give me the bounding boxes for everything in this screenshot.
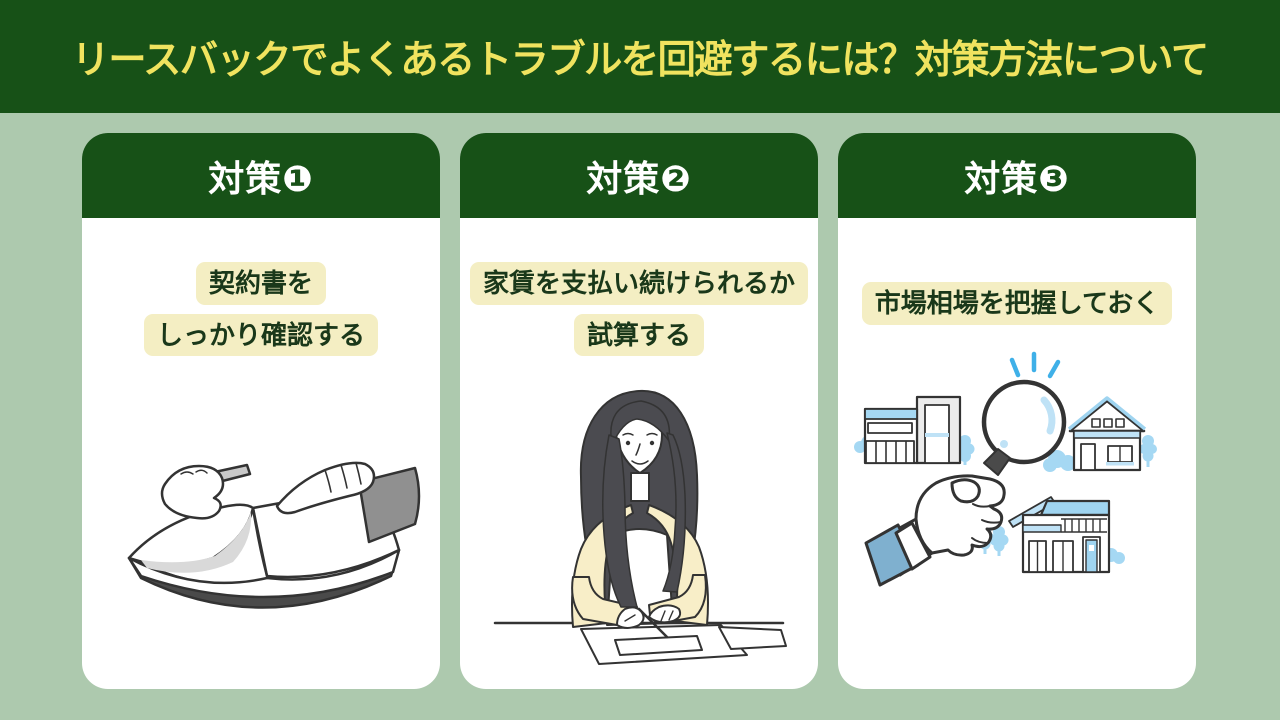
cuff xyxy=(894,521,932,570)
thumb xyxy=(950,477,981,503)
right-hand-finger-lines xyxy=(324,461,362,493)
highlight-line: 契約書を xyxy=(195,262,326,305)
card-3-header-label: 対策❸ xyxy=(964,157,1070,199)
woman-hair-front-left xyxy=(602,433,638,608)
magnifying-glass-icon xyxy=(981,379,1067,476)
title-banner: リースバックでよくあるトラブルを回避するには？対策方法について xyxy=(0,0,1280,113)
small-paper xyxy=(614,634,703,656)
card-2-header: 対策❷ xyxy=(460,133,818,218)
side-paper xyxy=(718,625,787,650)
book-page-shading xyxy=(141,511,252,573)
card-1-illustration xyxy=(82,356,440,689)
book-fore-edge xyxy=(127,548,401,598)
pen-icon xyxy=(637,607,669,638)
tree-left xyxy=(955,434,975,465)
highlight-line: 市場相場を把握しておく xyxy=(861,282,1173,325)
card-1-highlights: 契約書を しっかり確認する xyxy=(82,262,440,356)
hand-finger-lines xyxy=(624,609,674,622)
holding-hand xyxy=(864,473,1006,586)
card-countermeasure-2: 対策❷ 家賃を支払い続けられるか 試算する xyxy=(460,133,818,689)
house-bottom-right-icon xyxy=(1008,495,1111,573)
card-3-header: 対策❸ xyxy=(838,133,1196,218)
card-countermeasure-1: 対策❶ 契約書を しっかり確認する xyxy=(82,133,440,689)
storefront-building-icon xyxy=(863,395,962,464)
card-countermeasure-3: 対策❸ 市場相場を把握しておく xyxy=(838,133,1196,689)
tree-right xyxy=(1139,434,1157,467)
card-1-header: 対策❶ xyxy=(82,133,440,218)
knuckle-lines xyxy=(971,502,1002,544)
cards-row: 対策❶ 契約書を しっかり確認する xyxy=(82,133,1196,689)
card-2-illustration xyxy=(460,356,818,689)
woman-writing-illustration xyxy=(493,389,787,665)
left-hand-knuckle-lines xyxy=(180,469,208,475)
fist xyxy=(914,473,1006,557)
magnifier-houses-illustration xyxy=(854,351,1157,586)
left-hand xyxy=(160,464,225,520)
house-top-right-icon xyxy=(1067,395,1147,471)
highlight-line: 家賃を支払い続けられるか xyxy=(469,262,808,305)
woman-hair-front-right xyxy=(662,431,687,593)
card-3-highlights: 市場相場を把握しておく xyxy=(838,282,1196,325)
card-1-header-label: 対策❶ xyxy=(208,157,314,199)
highlight-line: 試算する xyxy=(573,313,704,356)
open-book-illustration xyxy=(127,461,421,609)
card-2-header-label: 対策❷ xyxy=(586,157,692,199)
page-title: リースバックでよくあるトラブルを回避するには？対策方法について xyxy=(71,38,1210,82)
book-spine-dip xyxy=(251,506,269,577)
card-2-highlights: 家賃を支払い続けられるか 試算する xyxy=(460,262,818,356)
woman-neck xyxy=(630,471,650,502)
reader-sleeve xyxy=(357,466,421,543)
bush-middle xyxy=(1043,449,1076,472)
card-3-illustration xyxy=(838,325,1196,690)
sparkle-lines xyxy=(1009,351,1061,378)
highlight-line: しっかり確認する xyxy=(143,313,378,356)
woman-face-features xyxy=(622,432,658,465)
